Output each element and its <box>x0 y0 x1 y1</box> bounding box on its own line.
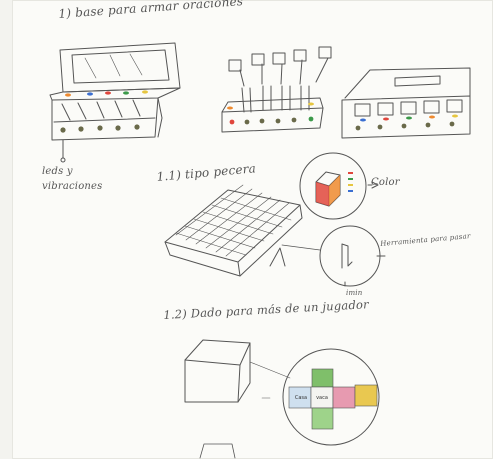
die-face-label-vaca: vaca <box>311 395 333 401</box>
imin-label: imin <box>346 289 362 297</box>
fishbowl-device-sketch <box>165 185 302 276</box>
die-cube-sketch <box>185 340 290 402</box>
leds-label: leds y <box>42 166 73 177</box>
device-with-round-lid-sketch <box>342 68 470 138</box>
die-face-label-casa: Casa <box>290 395 312 401</box>
device3-led-dots <box>356 115 458 131</box>
device-with-lid-sketch <box>50 43 180 140</box>
color-label: Color <box>371 177 400 188</box>
tool-zoom-sketch <box>270 226 385 286</box>
device1-led-dots <box>60 90 148 132</box>
vibrations-label: vibraciones <box>42 181 103 192</box>
